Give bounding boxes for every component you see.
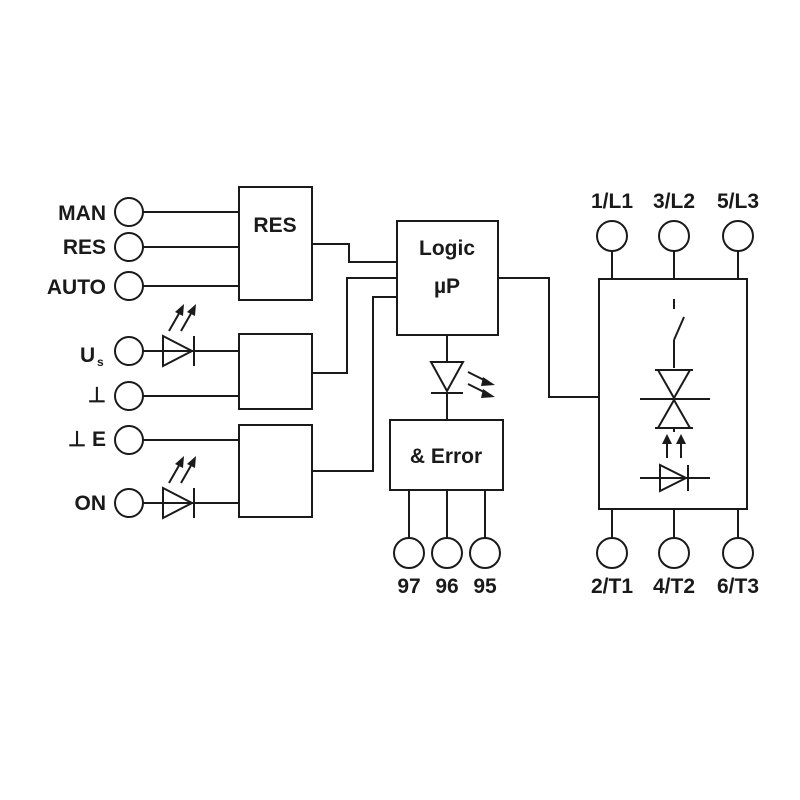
terminal-us	[114, 336, 144, 366]
label-on: ON	[75, 492, 107, 515]
terminal-on	[114, 488, 144, 518]
terminal-6-t3	[722, 537, 754, 569]
label-ground-e: ⊥ E	[68, 428, 106, 451]
label-res-input: RES	[63, 236, 106, 259]
terminal-ground	[114, 381, 144, 411]
power-block	[598, 278, 748, 510]
logic-block-up-label: µP	[434, 275, 460, 298]
terminal-man	[114, 197, 144, 227]
switch-icon	[673, 299, 685, 352]
opto-arrows-icon	[662, 434, 686, 458]
label-6-t3: 6/T3	[717, 575, 759, 598]
wire-logic-to-power	[498, 277, 599, 398]
supply-block	[238, 333, 313, 410]
control-block	[238, 424, 313, 518]
terminal-96	[431, 537, 463, 569]
label-4-t2: 4/T2	[653, 575, 695, 598]
terminal-1-l1	[596, 220, 628, 252]
triac-icon	[640, 352, 710, 432]
led-us-icon	[162, 304, 196, 368]
label-95: 95	[473, 575, 497, 598]
terminal-2-t1	[596, 537, 628, 569]
label-2-t1: 2/T1	[591, 575, 633, 598]
terminal-4-t2	[658, 537, 690, 569]
label-auto: AUTO	[47, 276, 106, 299]
error-block-label: & Error	[410, 445, 482, 468]
logic-block-label: Logic	[419, 237, 475, 260]
res-block	[238, 186, 313, 301]
label-97: 97	[397, 575, 420, 598]
label-3-l2: 3/L2	[653, 190, 695, 213]
label-us: U	[80, 344, 95, 367]
terminal-5-l3	[722, 220, 754, 252]
terminal-auto	[114, 271, 144, 301]
terminal-95	[469, 537, 501, 569]
terminal-97	[393, 537, 425, 569]
opto-led-icon	[640, 463, 710, 493]
terminal-ground-e	[114, 425, 144, 455]
label-us-subscript: s	[97, 355, 104, 369]
wire-control-to-logic	[312, 296, 397, 472]
terminal-3-l2	[658, 220, 690, 252]
terminal-res	[114, 232, 144, 262]
label-man: MAN	[58, 202, 106, 225]
label-96: 96	[435, 575, 458, 598]
label-5-l3: 5/L3	[717, 190, 759, 213]
res-block-label: RES	[253, 214, 296, 237]
label-ground: ⊥	[88, 384, 106, 407]
label-1-l1: 1/L1	[591, 190, 633, 213]
led-on-icon	[162, 456, 196, 520]
led-error-icon	[429, 361, 495, 398]
wire-res-to-logic	[312, 243, 397, 263]
wire-supply-to-logic	[312, 277, 397, 374]
